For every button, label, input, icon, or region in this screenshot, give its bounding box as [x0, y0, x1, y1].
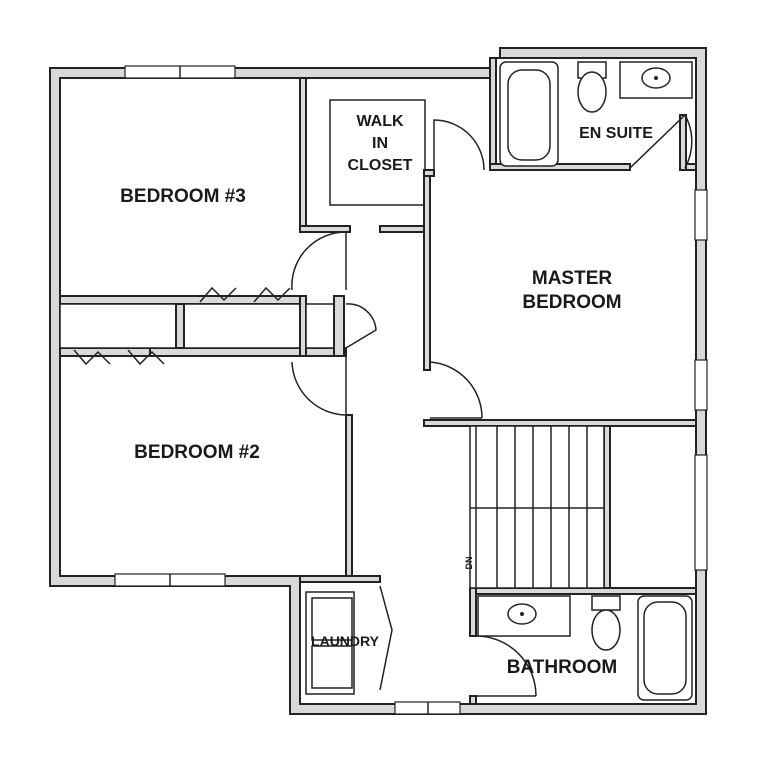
- master-bedroom-label-line1: MASTER: [532, 268, 613, 289]
- windows: [114, 65, 708, 715]
- staircase: DN: [464, 425, 605, 589]
- doors: [73, 113, 693, 697]
- bathroom-label: BATHROOM: [507, 657, 617, 678]
- en-suite-label: EN SUITE: [579, 125, 653, 142]
- interior-walls: [59, 57, 697, 705]
- walk-in-closet-label-line3: CLOSET: [348, 157, 413, 174]
- bedroom-2-label: BEDROOM #2: [134, 442, 260, 463]
- fixtures: [305, 61, 693, 701]
- laundry-label: LAUNDRY: [311, 633, 380, 649]
- stairs-direction-label: DN: [464, 557, 474, 570]
- walk-in-closet-label-line2: IN: [372, 135, 388, 152]
- room-labels: BEDROOM #3 BEDROOM #2 WALK IN CLOSET EN …: [120, 113, 653, 678]
- walk-in-closet-label-line1: WALK: [356, 113, 404, 130]
- bedroom-3-label: BEDROOM #3: [120, 186, 246, 207]
- master-bedroom-label-line2: BEDROOM: [522, 292, 621, 313]
